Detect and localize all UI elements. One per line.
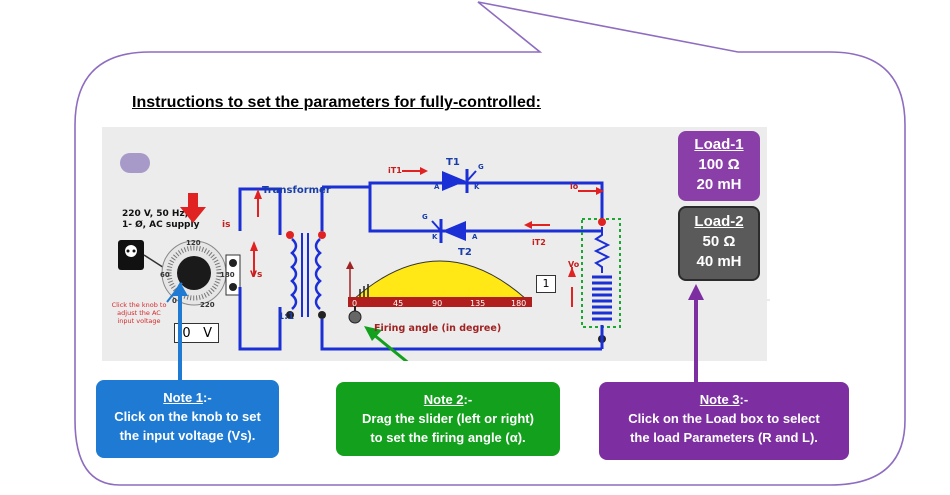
load-1-inductance: 20 mH bbox=[696, 176, 742, 193]
note-2-suffix: :- bbox=[463, 392, 473, 407]
t1-cathode-label: K bbox=[474, 183, 480, 191]
note-3-title: Note 3 bbox=[699, 392, 740, 407]
thyristor-t2 bbox=[442, 221, 466, 241]
it2-label: iT2 bbox=[532, 238, 546, 247]
supply-label: 220 V, 50 Hz, 1- Ø, AC supply bbox=[122, 209, 199, 231]
t1-label: T1 bbox=[446, 157, 460, 168]
toggle-switch[interactable] bbox=[120, 153, 150, 173]
t2-cathode-label: K bbox=[432, 233, 438, 241]
t2-gate-label: G bbox=[422, 213, 428, 221]
supply-line-1: 220 V, 50 Hz, bbox=[122, 209, 189, 219]
note-1-line-1: Click on the knob to set bbox=[114, 409, 261, 424]
knob-tick-120: 120 bbox=[186, 239, 201, 247]
it1-label: iT1 bbox=[388, 166, 402, 175]
knob-tick-180: 180 bbox=[220, 271, 235, 279]
t1-anode-label: A bbox=[434, 183, 440, 191]
firing-slider-handle[interactable] bbox=[348, 310, 362, 324]
firing-tick-0: 0 bbox=[352, 299, 357, 308]
load-2-resistance: 50 Ω bbox=[702, 233, 736, 250]
load-1-title: Load-1 bbox=[694, 136, 744, 153]
supply-line-2: 1- Ø, AC supply bbox=[122, 220, 200, 230]
vo-label: Vo bbox=[568, 260, 580, 269]
firing-angle-value: 1 bbox=[536, 275, 556, 293]
note-2: Note 2:- Drag the slider (left or right)… bbox=[336, 382, 560, 456]
load-1-button[interactable]: Load-1 100 Ω 20 mH bbox=[678, 131, 760, 201]
note-1: Note 1:- Click on the knob to set the in… bbox=[96, 380, 279, 458]
knob-tick-220: 220 bbox=[200, 301, 215, 309]
vs-label: Vs bbox=[250, 270, 262, 280]
transformer-label: Transformer bbox=[262, 185, 331, 196]
firing-tick-45: 45 bbox=[393, 299, 403, 308]
load-2-title: Load-2 bbox=[694, 213, 744, 230]
knob-tick-60: 60 bbox=[160, 271, 170, 279]
firing-tick-90: 90 bbox=[432, 299, 442, 308]
down-arrow-icon bbox=[188, 193, 198, 207]
note-3: Note 3:- Click on the Load box to select… bbox=[599, 382, 849, 460]
note-1-line-2: the input voltage (Vs). bbox=[119, 428, 256, 443]
circuit-diagram: 0 45 90 135 180 120 60 180 0 220 Transfo… bbox=[118, 157, 621, 361]
load-2-inductance: 40 mH bbox=[696, 253, 742, 270]
note-3-suffix: :- bbox=[739, 392, 749, 407]
note-3-line-1: Click on the Load box to select bbox=[628, 411, 820, 426]
note-1-title: Note 1 bbox=[163, 390, 204, 405]
note-1-suffix: :- bbox=[203, 390, 212, 405]
t2-anode-label: A bbox=[472, 233, 478, 241]
voltage-value: 0 bbox=[182, 326, 191, 341]
firing-tick-180: 180 bbox=[511, 299, 526, 308]
firing-angle-track bbox=[348, 297, 532, 307]
instructions-title: Instructions to set the parameters for f… bbox=[132, 94, 541, 111]
io-label: io bbox=[570, 182, 579, 191]
voltage-unit: V bbox=[203, 326, 212, 341]
knob-tick-0: 0 bbox=[172, 297, 177, 305]
t2-label: T2 bbox=[458, 247, 472, 258]
simulator-panel: 220 V, 50 Hz, 1- Ø, AC supply Click the … bbox=[102, 127, 767, 361]
voltage-display: 0 V bbox=[174, 323, 219, 343]
note-3-line-2: the load Parameters (R and L). bbox=[630, 430, 818, 445]
load-2-button[interactable]: Load-2 50 Ω 40 mH bbox=[678, 206, 760, 281]
is-label: is bbox=[222, 220, 230, 230]
firing-angle-label: Firing angle (in degree) bbox=[374, 323, 502, 334]
note-2-line-2: to set the firing angle (α). bbox=[370, 430, 526, 445]
note-2-line-1: Drag the slider (left or right) bbox=[362, 411, 534, 426]
load-1-resistance: 100 Ω bbox=[698, 156, 740, 173]
thyristor-t1 bbox=[442, 171, 466, 191]
note-2-title: Note 2 bbox=[423, 392, 464, 407]
knob-hint: Click the knob to adjust the AC input vo… bbox=[111, 301, 167, 325]
t1-gate-label: G bbox=[478, 163, 484, 171]
ratio-label: 1:1 bbox=[278, 312, 294, 322]
firing-tick-135: 135 bbox=[470, 299, 485, 308]
